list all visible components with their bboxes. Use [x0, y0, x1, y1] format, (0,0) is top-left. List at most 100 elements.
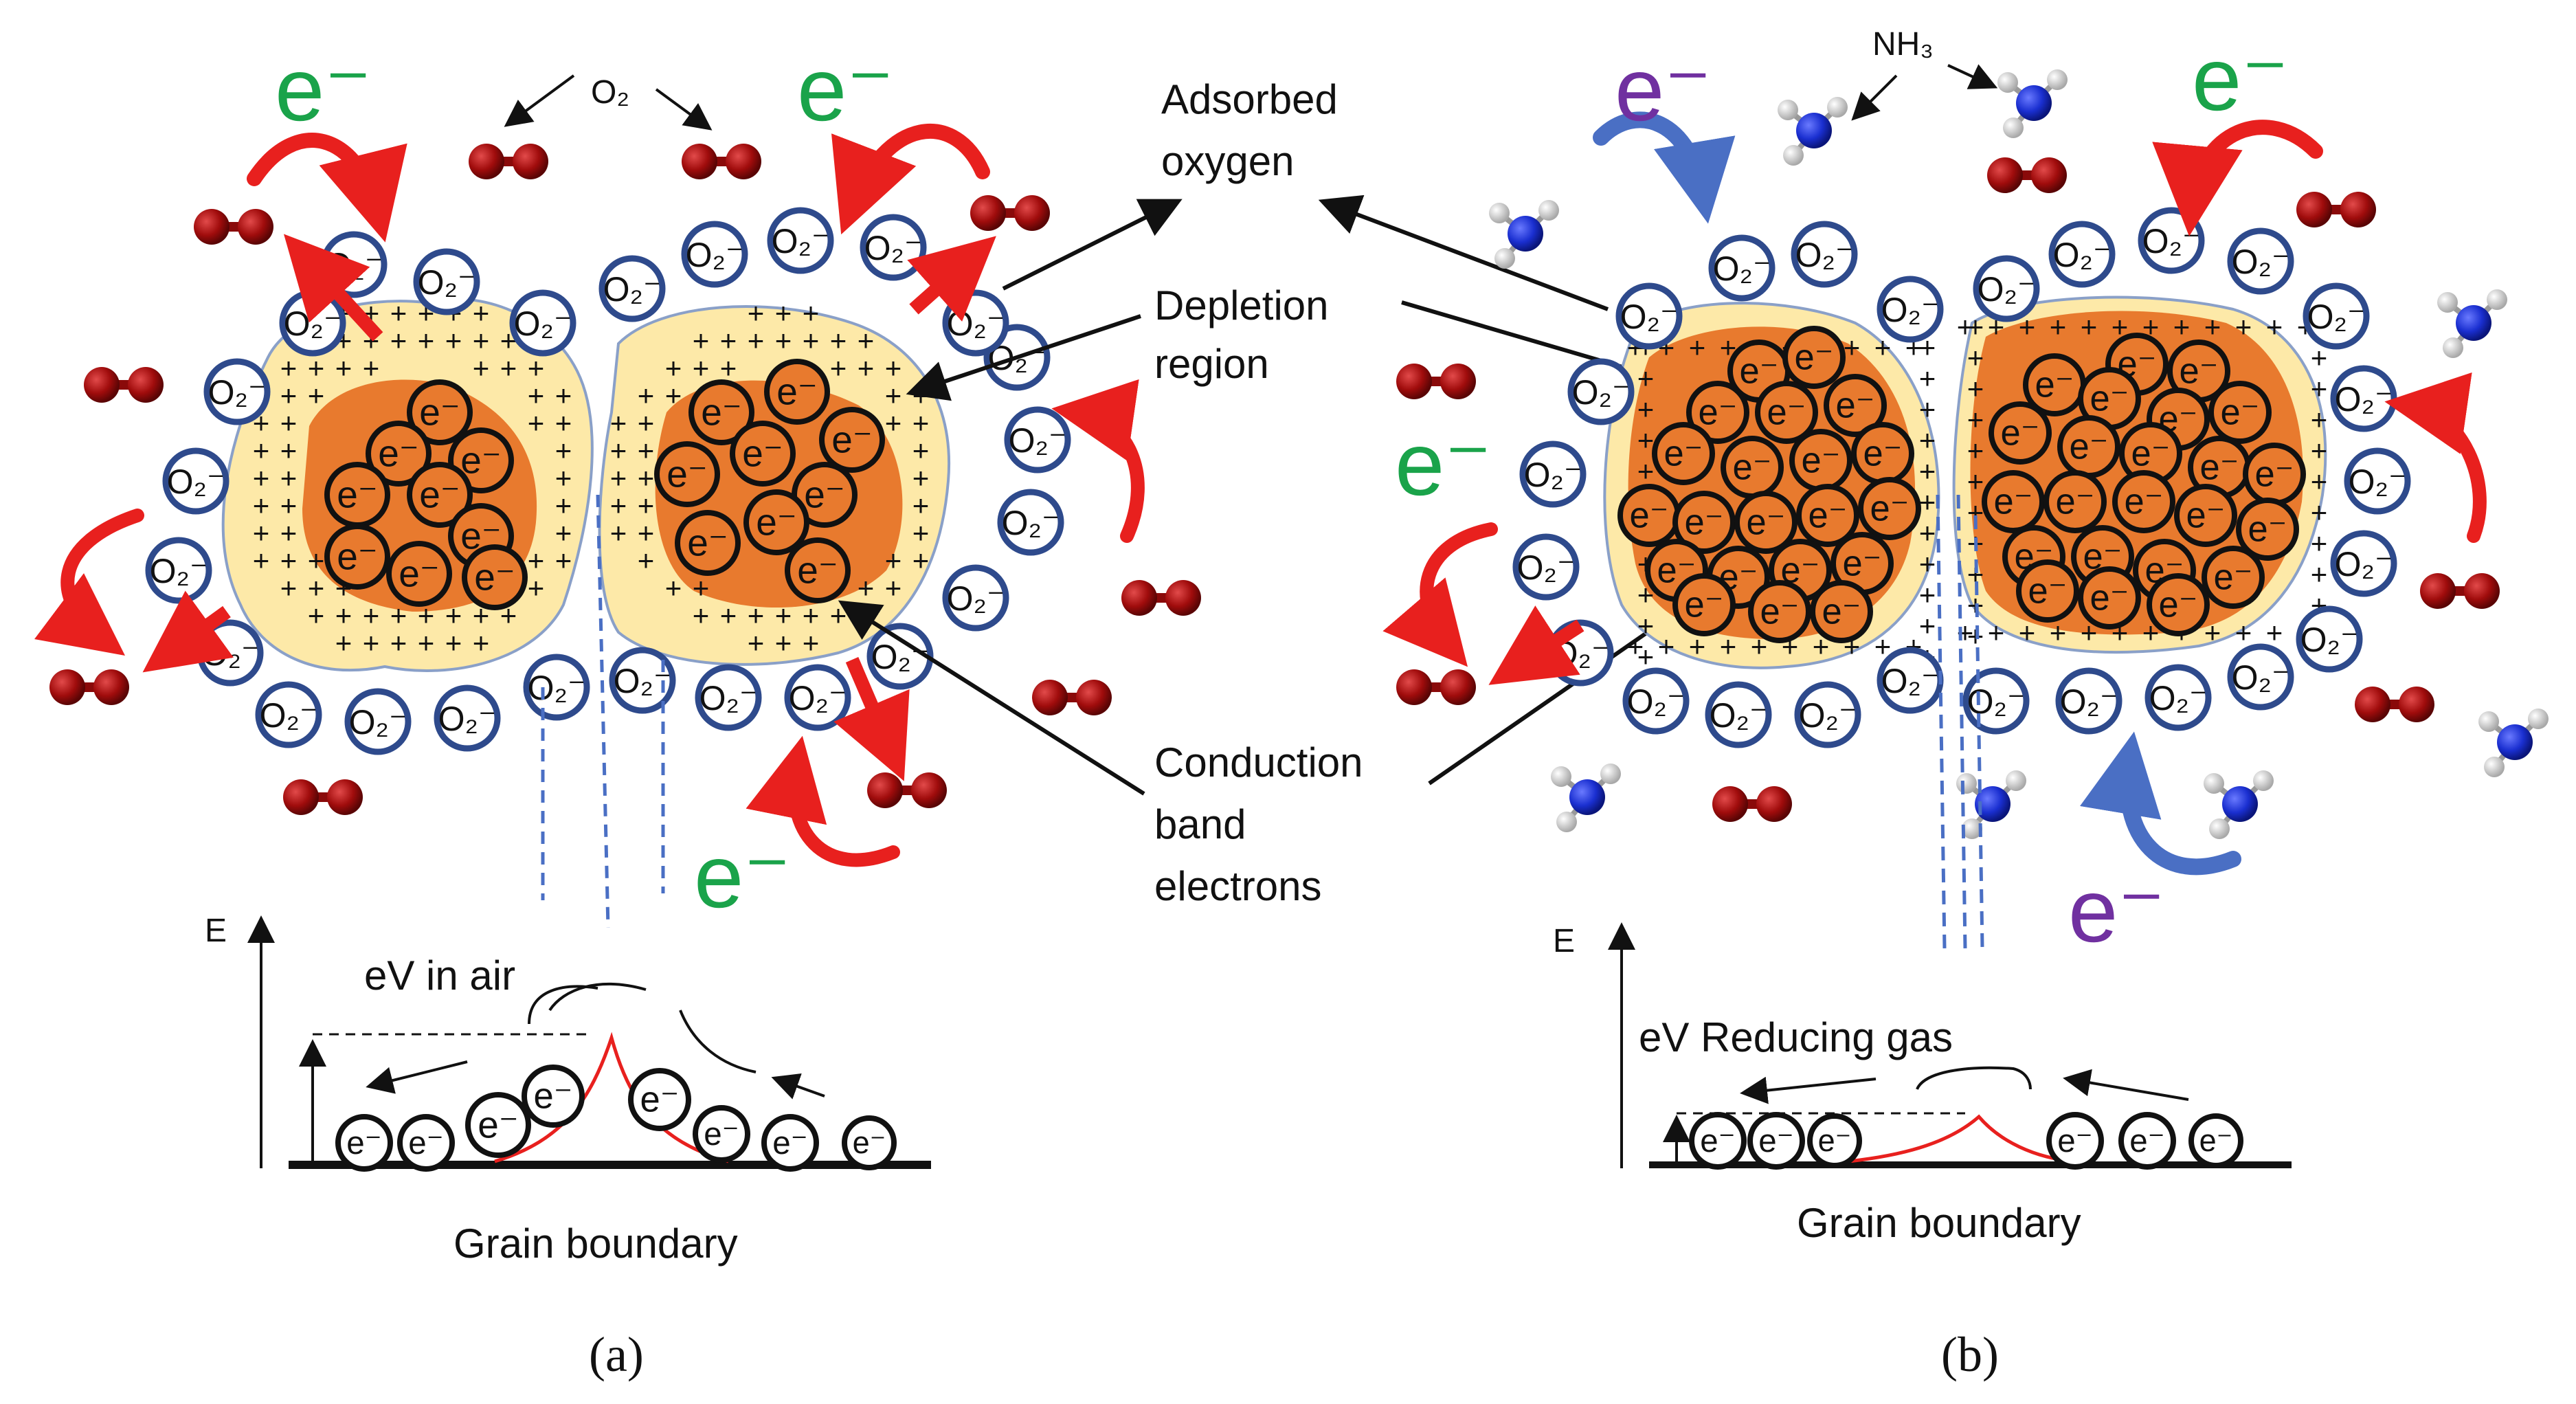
- electron: e⁻: [2046, 1112, 2104, 1170]
- svg-text:O₂⁻: O₂⁻: [349, 703, 407, 742]
- o2-molecule-icon: [970, 195, 1050, 231]
- electron: e⁻: [2202, 546, 2265, 609]
- svg-text:O₂⁻: O₂⁻: [418, 263, 476, 302]
- svg-text:e⁻: e⁻: [1760, 592, 1800, 632]
- svg-text:O₂⁻: O₂⁻: [686, 236, 744, 274]
- positive-charge: +: [2266, 616, 2283, 649]
- positive-charge: +: [1637, 610, 1655, 642]
- electron: e⁻: [2118, 1112, 2176, 1170]
- electron: e⁻: [1858, 477, 1921, 540]
- positive-charge: +: [885, 407, 902, 439]
- electron: e⁻: [2243, 443, 2306, 506]
- o2-molecule-icon: [1987, 157, 2067, 193]
- electron: e⁻: [2167, 339, 2230, 403]
- svg-text:O₂⁻: O₂⁻: [699, 679, 758, 717]
- o2-molecule-icon: [469, 144, 548, 179]
- svg-text:e⁻: e⁻: [2129, 1123, 2165, 1159]
- positive-charge: +: [2311, 403, 2328, 436]
- barrier-label-b: eV Reducing gas: [1639, 1014, 1953, 1060]
- positive-charge: +: [720, 352, 737, 384]
- electron: e⁻: [1789, 429, 1852, 492]
- positive-charge: +: [1967, 465, 1984, 498]
- svg-text:e⁻: e⁻: [772, 1125, 808, 1161]
- electron: e⁻: [1782, 326, 1846, 389]
- positive-charge: +: [2173, 311, 2191, 343]
- positive-charge: +: [473, 297, 490, 329]
- electron-transfer-arrows-a: [34, 124, 1145, 867]
- oxygen-ion: O₂⁻: [2344, 447, 2411, 515]
- oxygen-ion: O₂⁻: [434, 684, 501, 752]
- positive-charge: +: [390, 627, 407, 659]
- electron: e⁻: [407, 379, 473, 445]
- positive-charge: +: [1919, 579, 1936, 611]
- electron: e⁻: [1989, 401, 2052, 465]
- o2-molecule-icon: [682, 144, 761, 179]
- electron: e⁻: [1721, 436, 1784, 499]
- positive-charge: +: [2311, 465, 2328, 498]
- positive-charge: +: [1658, 630, 1675, 662]
- positive-charge: +: [335, 627, 352, 659]
- grain-boundary-lines-a: [541, 494, 665, 928]
- positive-charge: +: [1689, 331, 1706, 364]
- svg-text:e⁻: e⁻: [1630, 495, 1669, 536]
- svg-text:e⁻: e⁻: [853, 1125, 886, 1160]
- oxygen-ion: O₂⁻: [2055, 667, 2123, 735]
- o2-molecule-icon: [49, 669, 129, 705]
- oxygen-ion: O₂⁻: [2048, 221, 2116, 288]
- o2-molecule-icon: [1396, 364, 1476, 399]
- electron: e⁻: [2078, 566, 2141, 629]
- o2-molecule-icon: [867, 772, 947, 808]
- svg-text:e⁻: e⁻: [1767, 392, 1806, 433]
- positive-charge: +: [693, 599, 710, 632]
- oxygen-ion: O₂⁻: [1973, 255, 2040, 322]
- curved-arrow-icon: [2384, 372, 2487, 543]
- positive-charge: +: [720, 599, 737, 632]
- positive-charge: +: [335, 352, 352, 384]
- positive-charge: +: [280, 544, 298, 577]
- oxygen-ion: O₂⁻: [2138, 207, 2205, 274]
- electron: e⁻: [1686, 381, 1749, 444]
- positive-charge: +: [1919, 517, 1936, 549]
- positive-charge: +: [555, 544, 572, 577]
- positive-charge: +: [555, 462, 572, 494]
- positive-charge: +: [748, 324, 765, 357]
- curved-arrow-icon: [746, 735, 900, 867]
- svg-text:e⁻: e⁻: [2070, 427, 2109, 467]
- barrier-curve-b: [1848, 1114, 2076, 1163]
- electron: e⁻: [386, 541, 452, 607]
- o2-molecule-icon: [2420, 573, 2500, 609]
- svg-text:e⁻: e⁻: [1802, 441, 1841, 481]
- svg-text:O₂⁻: O₂⁻: [1710, 696, 1768, 735]
- oxygen-ion: O₂⁻: [1794, 681, 1861, 748]
- svg-text:e⁻: e⁻: [2131, 434, 2171, 474]
- positive-charge: +: [390, 297, 407, 329]
- positive-charge: +: [280, 434, 298, 467]
- electron: e⁻: [2043, 470, 2107, 533]
- oxygen-ion: O₂⁻: [1622, 667, 1690, 735]
- positive-charge: +: [665, 379, 682, 412]
- positive-charge: +: [280, 517, 298, 549]
- electron-label-b-4: e⁻: [2068, 860, 2165, 961]
- electron: e⁻: [693, 1105, 750, 1163]
- positive-charge: +: [1637, 393, 1655, 425]
- svg-text:O₂⁻: O₂⁻: [150, 552, 208, 590]
- positive-charge: +: [1627, 630, 1644, 662]
- grain-boundary-lines-b: [1936, 494, 1984, 949]
- positive-charge: +: [418, 627, 435, 659]
- curved-arrow-icon: [1593, 111, 1736, 224]
- positive-charge: +: [858, 572, 875, 604]
- o2-molecule-icon: [1032, 680, 1112, 715]
- svg-text:e⁻: e⁻: [534, 1076, 573, 1117]
- svg-text:O₂⁻: O₂⁻: [1002, 504, 1060, 542]
- electron: e⁻: [2236, 498, 2299, 561]
- electron: e⁻: [764, 359, 830, 425]
- positive-charge: +: [1967, 372, 1984, 405]
- electron: e⁻: [2057, 415, 2120, 478]
- positive-charge: +: [693, 572, 710, 604]
- svg-text:e⁻: e⁻: [667, 452, 708, 495]
- electron: e⁻: [2174, 484, 2237, 547]
- svg-text:e⁻: e⁻: [1700, 1123, 1736, 1159]
- positive-charge: +: [638, 407, 655, 439]
- positive-charge: +: [308, 352, 325, 384]
- positive-charge: +: [1967, 311, 1984, 343]
